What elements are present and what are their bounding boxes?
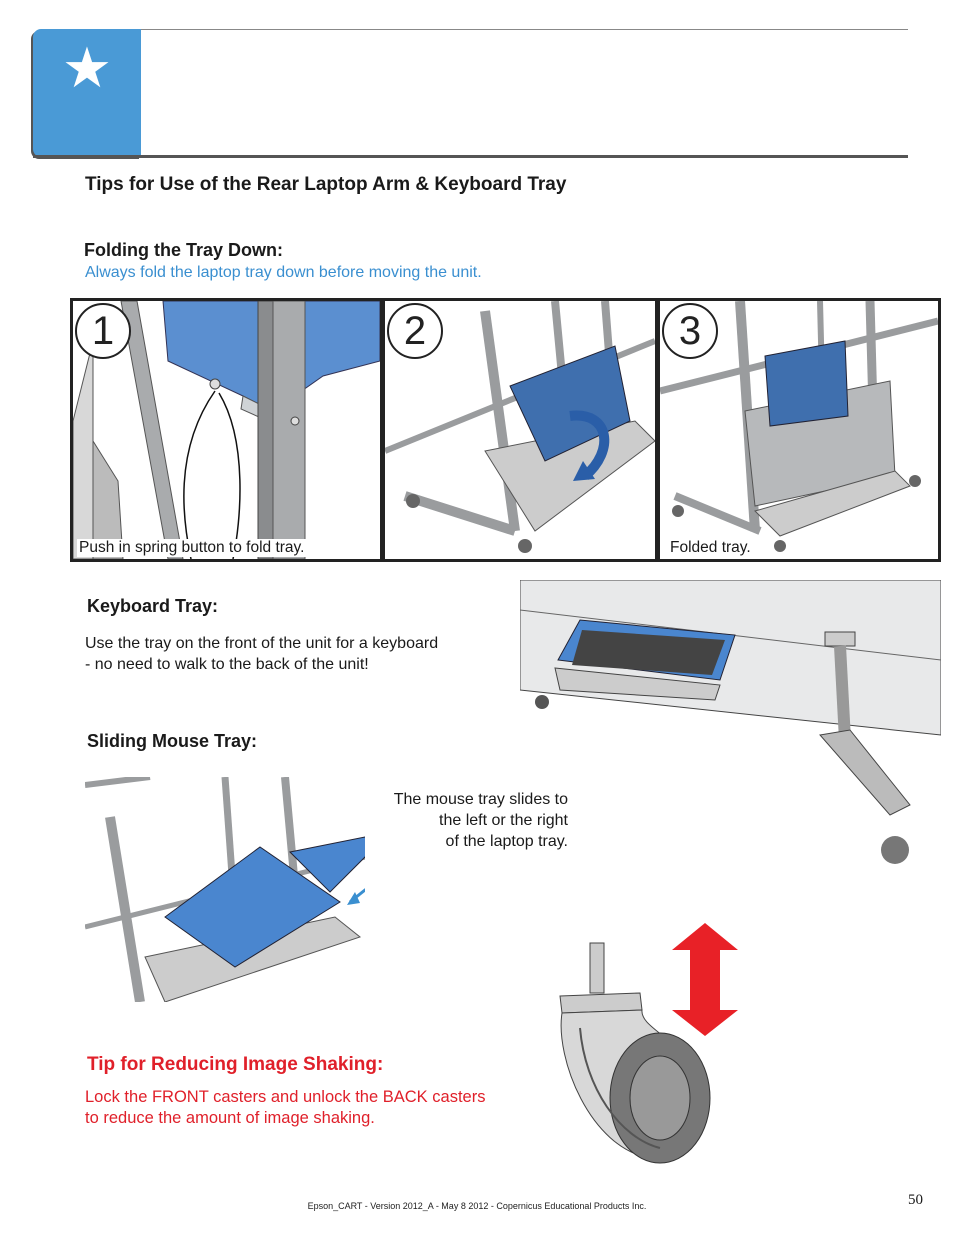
- header-tab: [33, 29, 141, 157]
- folding-note: Always fold the laptop tray down before …: [85, 264, 482, 281]
- step-3-panel: 3 Folded tray.: [660, 301, 938, 559]
- step-3-illustration: [660, 301, 938, 552]
- mouse-caption-line2: the left or the right: [439, 812, 568, 829]
- step-2-panel: 2: [385, 301, 655, 559]
- header-left-rule: [33, 155, 141, 158]
- keyboard-tray-illustration: [520, 580, 941, 875]
- step-separator: [380, 301, 385, 559]
- mouse-heading: Sliding Mouse Tray:: [87, 731, 258, 751]
- page-number: 50: [908, 1192, 923, 1208]
- step-1-caption: Push in spring button to fold tray.: [77, 539, 307, 557]
- step-3-caption: Folded tray.: [668, 539, 753, 557]
- header-bottom-rule: [141, 155, 908, 158]
- step-separator: [655, 301, 660, 559]
- step-1-number: 1: [75, 303, 131, 359]
- keyboard-text-line2: - no need to walk to the back of the uni…: [85, 656, 369, 673]
- folding-steps-panel: 1 Push in spring button to fold tray. 2: [70, 298, 941, 562]
- step-2-number: 2: [387, 303, 443, 359]
- tip-text-line2: to reduce the amount of image shaking.: [85, 1109, 375, 1127]
- page-title: Tips for Use of the Rear Laptop Arm & Ke…: [85, 174, 567, 195]
- step-3-number: 3: [662, 303, 718, 359]
- step-1-panel: 1 Push in spring button to fold tray.: [73, 301, 380, 559]
- footer-text: Epson_CART - Version 2012_A - May 8 2012…: [307, 1201, 647, 1211]
- mouse-caption-line3: of the laptop tray.: [445, 833, 568, 850]
- keyboard-text-line1: Use the tray on the front of the unit fo…: [85, 635, 439, 652]
- tip-heading: Tip for Reducing Image Shaking:: [87, 1054, 384, 1075]
- mouse-tray-illustration: [85, 777, 365, 1002]
- header-top-rule: [141, 29, 908, 30]
- step-2-illustration: [385, 301, 655, 553]
- keyboard-heading: Keyboard Tray:: [87, 596, 219, 616]
- tip-text-line1: Lock the FRONT casters and unlock the BA…: [85, 1088, 486, 1106]
- mouse-caption-line1: The mouse tray slides to: [393, 791, 568, 808]
- caster-illustration: [550, 918, 750, 1185]
- folding-heading: Folding the Tray Down:: [84, 240, 283, 260]
- star-icon: ★: [61, 36, 113, 99]
